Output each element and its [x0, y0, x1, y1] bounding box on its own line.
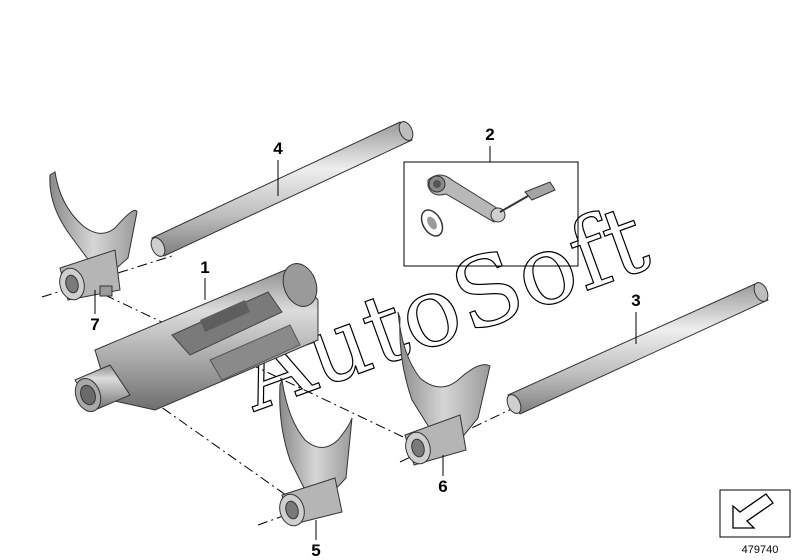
shift-rod-upper: [150, 121, 414, 257]
leader-lines: [94, 146, 637, 540]
reference-box: 479740: [719, 489, 791, 556]
callout-2[interactable]: 2: [485, 125, 494, 144]
detent-kit-frame: [403, 161, 579, 267]
shift-drum: [74, 263, 319, 412]
callout-4[interactable]: 4: [273, 139, 283, 158]
arrow-icon: [732, 493, 774, 529]
callout-3[interactable]: 3: [631, 291, 640, 310]
shift-fork-lower: [279, 378, 353, 527]
callout-1[interactable]: 1: [200, 258, 209, 277]
shift-fork-right: [397, 311, 491, 466]
callout-6[interactable]: 6: [438, 477, 447, 496]
axis-line-upper: [104, 294, 421, 446]
axis-line-fork5: [257, 509, 301, 526]
diagram-number: 479740: [742, 544, 779, 556]
shift-fork-left: [49, 171, 138, 301]
callout-5[interactable]: 5: [311, 541, 320, 560]
callout-7[interactable]: 7: [90, 315, 99, 334]
shift-rod-lower: [506, 282, 769, 415]
detent-kit: [403, 161, 579, 267]
